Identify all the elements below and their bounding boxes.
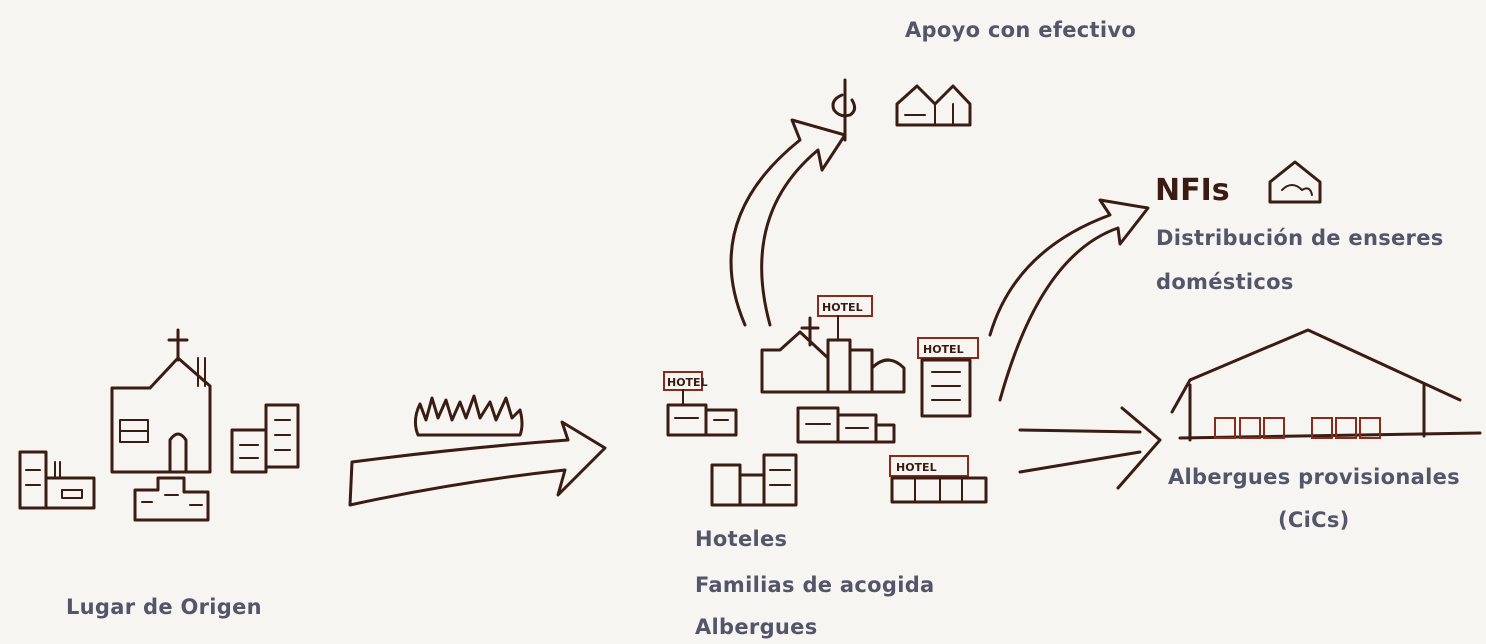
main-arrow <box>348 394 607 507</box>
host-label-line1: Hoteles <box>695 527 788 551</box>
origin-buildings <box>18 328 300 522</box>
nfi-label-line1: Distribución de enseres <box>1156 226 1444 250</box>
host-buildings: HOTEL HOTEL HOTEL <box>663 295 988 507</box>
host-label-line2: Familias de acogida <box>695 573 935 597</box>
nfi-label-line2: domésticos <box>1156 270 1294 294</box>
shelter-label-line2: (CiCs) <box>1278 508 1350 532</box>
arrow-to-shelter <box>1018 328 1482 490</box>
arrow-to-nfi: NFIs <box>988 160 1322 402</box>
origin-label: Lugar de Origen <box>66 595 262 619</box>
hotel-sign-2: HOTEL <box>822 301 863 314</box>
hotel-sign-4: HOTEL <box>896 461 937 474</box>
hotel-sign-1: HOTEL <box>667 376 708 389</box>
arrow-to-cash <box>729 78 972 327</box>
shelter-label-line1: Albergues provisionales <box>1168 465 1460 489</box>
nfis-sketch-text: NFIs <box>1155 173 1230 208</box>
cash-label: Apoyo con efectivo <box>905 18 1137 42</box>
host-label-line3: Albergues <box>695 615 818 639</box>
hotel-sign-3: HOTEL <box>923 343 964 356</box>
